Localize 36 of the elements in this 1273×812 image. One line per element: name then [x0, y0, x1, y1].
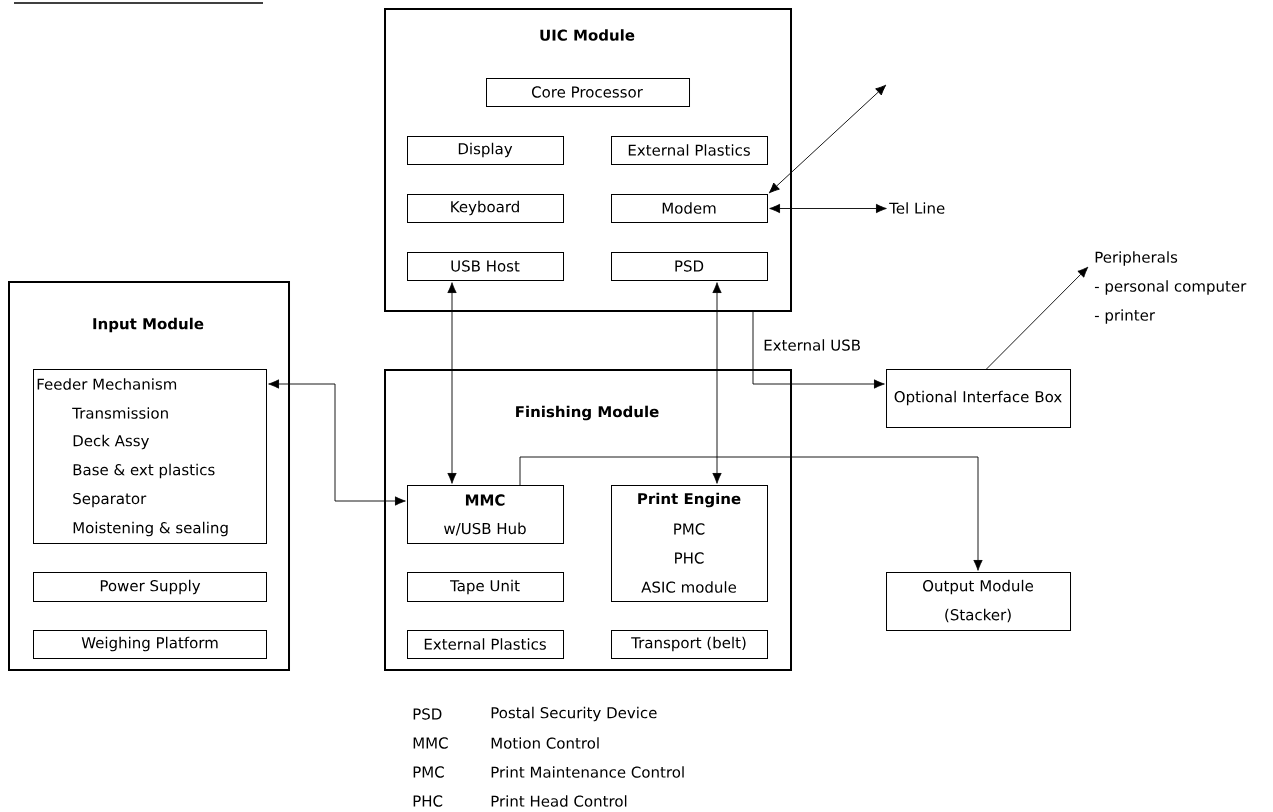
component-box: External Plastics	[407, 630, 564, 659]
arrow	[519, 456, 983, 571]
arrow	[447, 282, 457, 484]
arrow	[769, 203, 887, 214]
arrow	[752, 311, 885, 389]
table-cell: PMC	[413, 766, 444, 778]
table-cell: MMC	[413, 737, 448, 749]
component-box: Tape Unit	[407, 572, 564, 602]
arrow	[268, 379, 406, 506]
component-box: Power Supply	[33, 572, 267, 602]
table-cell: Print Maintenance Control	[491, 766, 684, 778]
component-box: Print Engine PMC PHC ASIC module	[611, 485, 768, 602]
component-box: Core Processor	[486, 78, 690, 107]
component-box: Modem	[611, 194, 768, 223]
component-box: Weighing Platform	[33, 630, 267, 659]
component-box: MMC w/USB Hub	[407, 485, 564, 544]
table-cell: PSD	[413, 708, 442, 720]
table-cell: Print Head Control	[491, 795, 627, 807]
component-box: Keyboard	[407, 194, 564, 223]
arrow	[712, 282, 722, 484]
component-box: Display	[407, 136, 564, 165]
module-box: Output Module (Stacker)	[886, 572, 1071, 631]
arrow	[986, 266, 1089, 370]
component-box: External Plastics	[611, 136, 768, 165]
text-label: Peripherals - personal computer - printer	[1094, 251, 1247, 324]
table-cell: Postal Security Device	[491, 706, 657, 722]
component-box: Feeder Mechanism Transmission Deck Assy Base & ext plastics Separator Moistening & sealing	[33, 369, 267, 544]
arrow	[768, 84, 887, 194]
component-box: PSD	[611, 252, 768, 281]
text-label: Tel Line	[889, 202, 945, 214]
table-cell: PHC	[413, 795, 443, 807]
table-cell: Motion Control	[491, 737, 599, 749]
interface-box: Optional Interface Box	[886, 369, 1071, 428]
edge-label: External USB	[762, 338, 862, 352]
component-box: Transport (belt)	[611, 630, 768, 659]
component-box: USB Host	[407, 252, 564, 281]
